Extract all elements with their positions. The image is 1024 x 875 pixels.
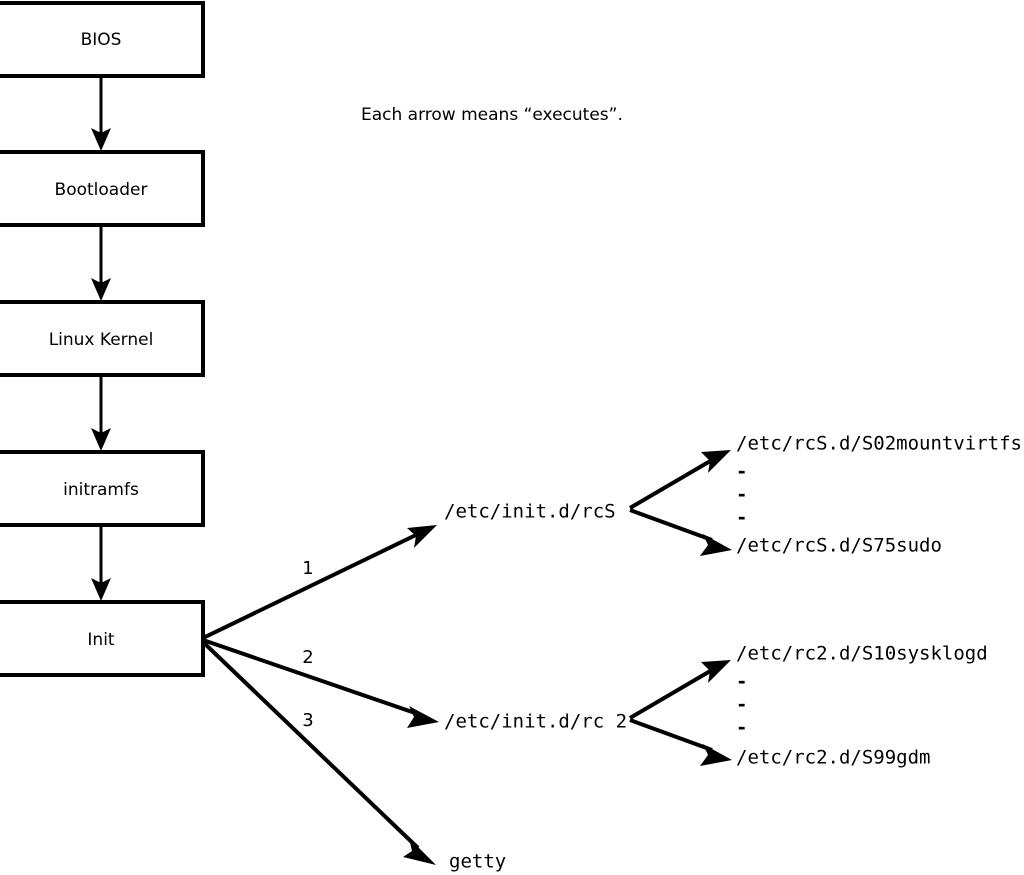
node-init[interactable]: Init: [0, 600, 205, 677]
node-initramfs[interactable]: initramfs: [0, 450, 205, 527]
bios-box[interactable]: [0, 1, 205, 78]
rcs-branch-group: /etc/init.d/rcS /etc/rcS.d/S02mountvirtf…: [444, 433, 1022, 557]
init-edge-2: 2: [202, 638, 439, 728]
arrow-head-down: [91, 578, 111, 601]
edge-1-arrow-head: [407, 525, 437, 548]
edge-2-number: 2: [302, 647, 313, 668]
rcs-first-script-label[interactable]: /etc/rcS.d/S02mountvirtfs: [736, 433, 1022, 455]
initramfs-box[interactable]: [0, 450, 205, 527]
arrow-head-down: [91, 128, 111, 151]
rc2-branch-group: /etc/init.d/rc 2 /etc/rc2.d/S10sysklogd …: [444, 643, 988, 769]
rc2-edge-last-shaft: [629, 718, 713, 752]
rcs-edge-first: [628, 450, 731, 510]
edge-3-number: 3: [302, 710, 313, 731]
node-bootloader[interactable]: Bootloader: [0, 150, 205, 227]
rc2-edge-last-arrow-head: [700, 744, 732, 766]
rc2-edge-last: [629, 718, 732, 766]
rcs-edge-last-shaft: [629, 508, 713, 542]
rc2-ellipsis-dash-3: -: [736, 717, 747, 739]
edge-2-shaft: [202, 638, 419, 716]
rc2-edge-first-arrow-head: [701, 660, 731, 683]
rc2-last-script-label[interactable]: /etc/rc2.d/S99gdm: [736, 747, 930, 769]
rcs-node-label[interactable]: /etc/init.d/rcS: [444, 501, 616, 523]
arrow-head-down: [91, 278, 111, 301]
linux-kernel-label: Linux Kernel: [49, 330, 154, 350]
bios-label: BIOS: [81, 30, 122, 50]
init-fanout-group: 1 2 3: [201, 525, 439, 865]
edge-1-number: 1: [302, 558, 313, 579]
arrow-kernel-to-initramfs: [91, 376, 111, 451]
rcs-edge-last: [629, 508, 732, 556]
arrow-initramfs-to-init: [91, 526, 111, 601]
edge-3-arrow-head: [403, 838, 436, 865]
rcs-last-script-label[interactable]: /etc/rcS.d/S75sudo: [736, 535, 942, 557]
rcs-edge-last-arrow-head: [700, 534, 732, 556]
rcs-edge-first-arrow-head: [701, 450, 731, 473]
node-linux-kernel[interactable]: Linux Kernel: [0, 300, 205, 377]
boot-chain-group: BIOS Bootloader Linux Kernel: [0, 1, 205, 677]
rc2-edge-first-shaft: [628, 668, 714, 720]
legend-note: Each arrow means “executes”.: [361, 105, 623, 125]
arrow-bootloader-to-kernel: [91, 226, 111, 301]
getty-node-label[interactable]: getty: [449, 851, 506, 873]
edge-1-shaft: [202, 532, 419, 640]
rcs-ellipsis-dash-1: -: [736, 461, 747, 483]
bootloader-label: Bootloader: [55, 180, 148, 200]
init-label: Init: [87, 630, 115, 650]
rc2-node-label[interactable]: /etc/init.d/rc 2: [444, 711, 627, 733]
bootloader-box[interactable]: [0, 150, 205, 227]
getty-branch-group: getty: [449, 851, 506, 873]
arrow-head-down: [91, 428, 111, 451]
rcs-ellipsis-dash-2: -: [736, 484, 747, 506]
node-bios[interactable]: BIOS: [0, 1, 205, 78]
rc2-first-script-label[interactable]: /etc/rc2.d/S10sysklogd: [736, 643, 988, 665]
edge-2-arrow-head: [407, 706, 439, 728]
rcs-edge-first-shaft: [628, 458, 714, 510]
init-box[interactable]: [0, 600, 205, 677]
rc2-ellipsis-dash-1: -: [736, 671, 747, 693]
linux-kernel-box[interactable]: [0, 300, 205, 377]
rc2-edge-first: [628, 660, 731, 720]
edge-3-shaft: [201, 640, 420, 850]
init-edge-3: 3: [201, 640, 436, 865]
initramfs-label: initramfs: [63, 480, 139, 500]
init-edge-1: 1: [202, 525, 437, 640]
rc2-ellipsis-dash-2: -: [736, 694, 747, 716]
rcs-ellipsis-dash-3: -: [736, 507, 747, 529]
arrow-bios-to-bootloader: [91, 76, 111, 151]
